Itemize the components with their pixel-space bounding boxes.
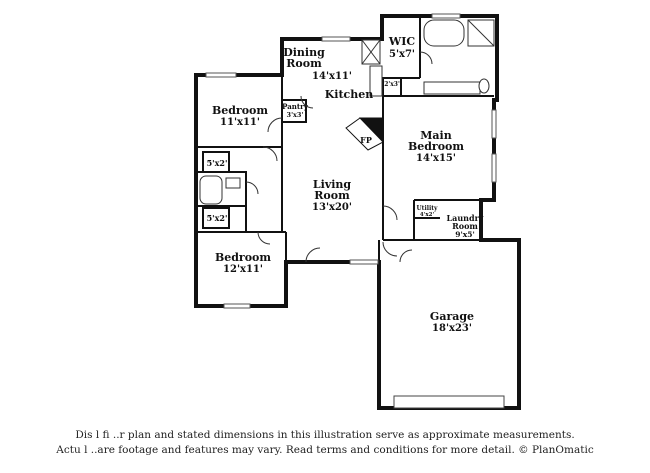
garage-door xyxy=(393,395,505,409)
wic-label: WIC xyxy=(388,35,415,48)
dining-label-1: Dining xyxy=(283,46,325,59)
exterior-walls xyxy=(194,14,521,410)
utility-label: Utility xyxy=(416,205,438,212)
closet1-dim: 5'x2' xyxy=(207,158,228,168)
disclaimer-line-2: Actu l ..are footage and features may va… xyxy=(56,444,594,456)
living-dim: 13'x20' xyxy=(312,202,352,213)
main-bedroom-label-2: Bedroom xyxy=(408,140,464,153)
bedroom2-dim: 12'x11' xyxy=(223,264,263,275)
dining-label-2: Room xyxy=(286,57,322,70)
bedroom1-dim: 11'x11' xyxy=(220,117,260,128)
laundry-label-2: Room xyxy=(452,221,478,231)
fireplace-label: FP xyxy=(360,135,372,145)
pantry-label: Pantry xyxy=(282,102,309,111)
kitchen-label: Kitchen xyxy=(325,88,374,101)
garage-dim: 18'x23' xyxy=(432,323,472,334)
dining-dim: 14'x11' xyxy=(312,71,352,82)
disclaimer: Dis l fi ..r plan and stated dimensions … xyxy=(0,428,650,458)
small-closet-dim: 2'x3' xyxy=(384,81,400,88)
wic-dim: 5'x7' xyxy=(389,49,415,60)
fixtures xyxy=(199,19,495,205)
pantry-dim: 3'x3' xyxy=(287,111,304,119)
living-label-2: Room xyxy=(314,189,350,202)
living-label-1: Living xyxy=(313,178,351,191)
bedroom1-label: Bedroom xyxy=(212,104,268,117)
main-bedroom-label-1: Main xyxy=(420,129,451,142)
closet2-dim: 5'x2' xyxy=(207,213,228,223)
disclaimer-line-1: Dis l fi ..r plan and stated dimensions … xyxy=(75,429,575,441)
laundry-dim: 9'x5' xyxy=(455,230,475,239)
garage-label: Garage xyxy=(430,310,474,323)
utility-dim: 4'x2' xyxy=(420,212,435,218)
laundry-label-1: Laundry xyxy=(447,213,484,223)
windows xyxy=(205,13,497,309)
bedroom2-label: Bedroom xyxy=(215,251,271,264)
main-bedroom-dim: 14'x15' xyxy=(416,153,456,164)
doors xyxy=(245,51,433,263)
